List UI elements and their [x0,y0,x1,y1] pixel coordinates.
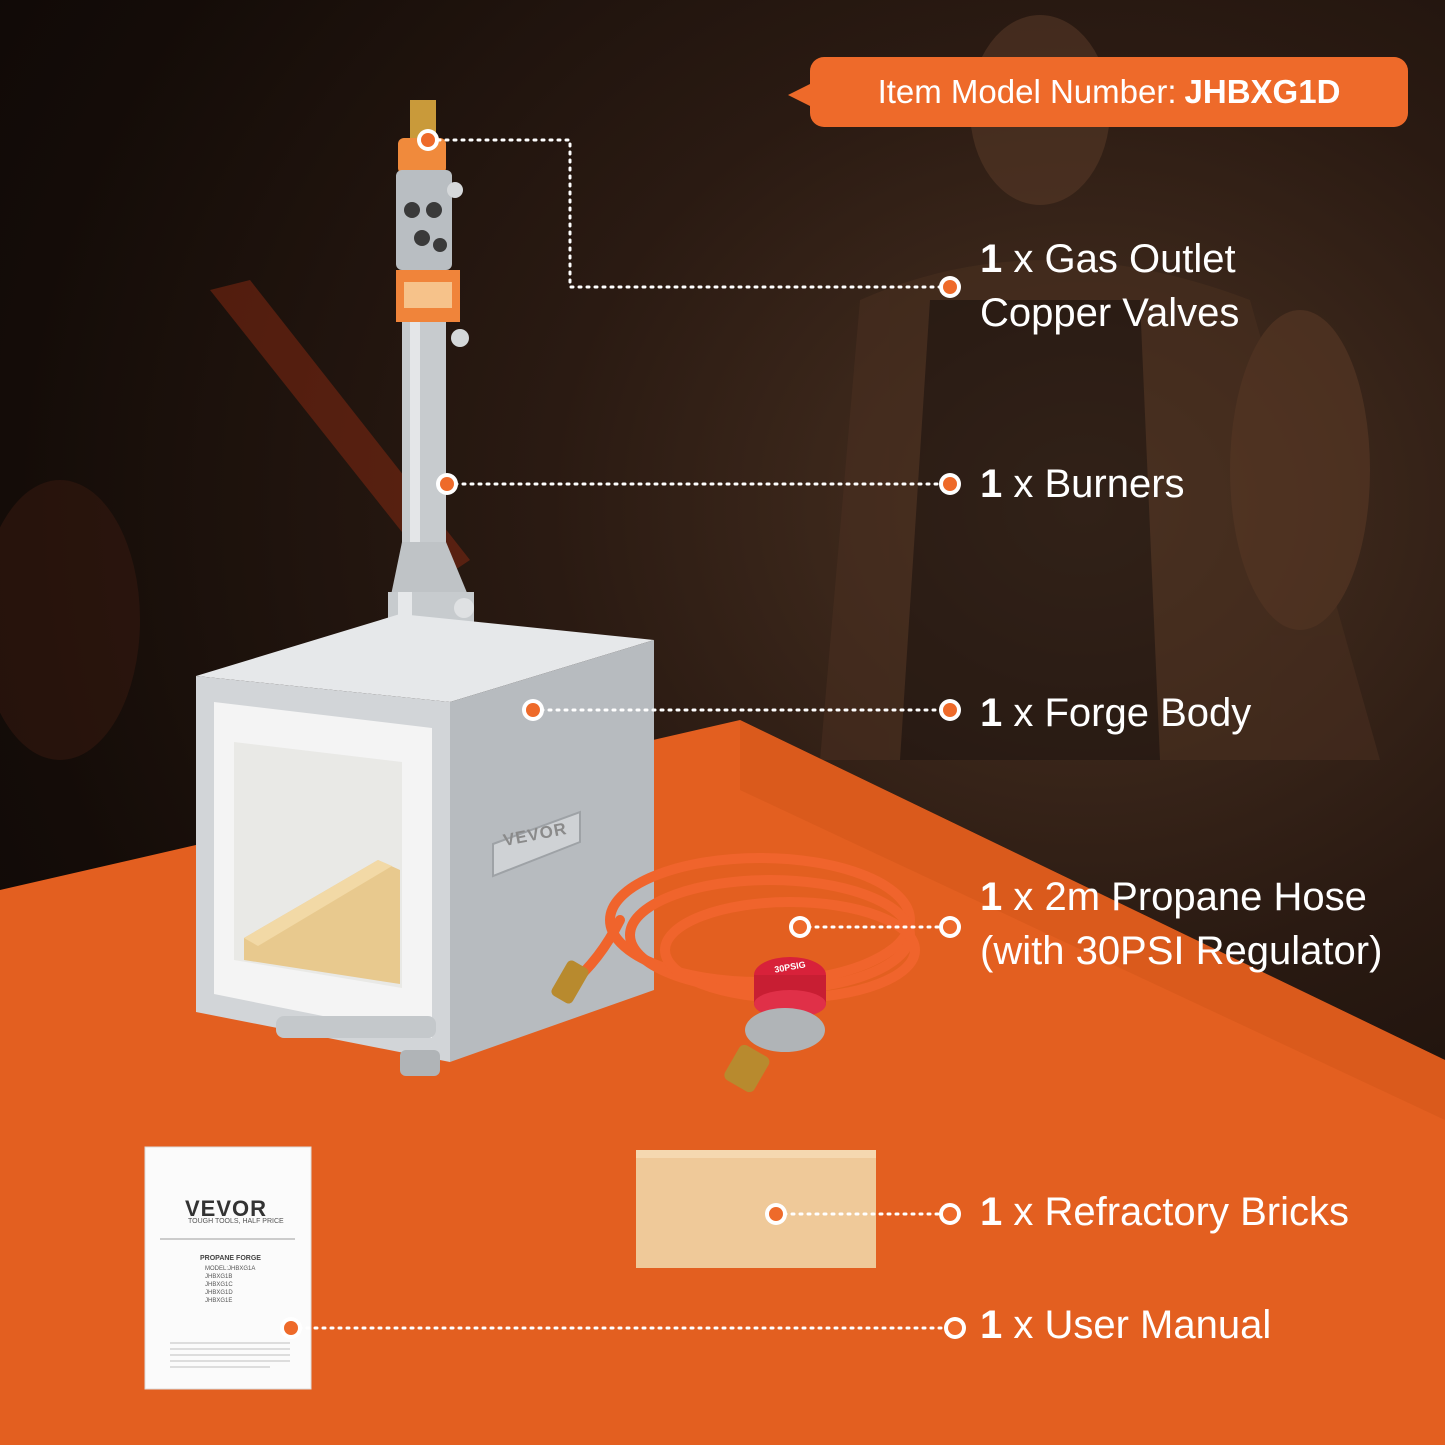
callout-propane-hose: 1 x 2m Propane Hose (with 30PSI Regulato… [980,870,1382,978]
manual-title: PROPANE FORGE [200,1255,261,1262]
callout-qty: 1 [980,237,1003,281]
callout-qty: 1 [980,1303,1003,1347]
callout-qty: 1 [980,875,1003,919]
manual-model: JHBXG1C [205,1282,233,1288]
orange-shade [740,720,1445,1120]
dot-body-label [943,703,957,717]
callout-text: x User Manual [1002,1303,1272,1347]
callout-text: x 2m Propane Hose [1002,875,1367,919]
manual-model: MODEL:JHBXG1A [205,1266,256,1272]
dot-manual-anchor [284,1321,298,1335]
dot-manual-label [948,1321,962,1335]
manual-models: MODEL:JHBXG1A JHBXG1B JHBXG1C JHBXG1D JH… [205,1265,255,1305]
manual-illustration [144,1146,312,1390]
callout-gas-valve: 1 x Gas Outlet Copper Valves [980,232,1239,340]
model-number-badge: Item Model Number: JHBXG1D [788,57,1408,127]
callout-text-line2: (with 30PSI Regulator) [980,929,1383,973]
dot-burner-label [943,477,957,491]
manual-model: JHBXG1B [205,1274,233,1280]
callout-qty: 1 [980,462,1003,506]
dot-body-anchor [526,703,540,717]
dot-brick-label [943,1207,957,1221]
model-number-label: Item Model Number: [877,73,1177,110]
manual-model: JHBXG1D [205,1290,233,1296]
manual-tagline: TOUGH TOOLS, HALF PRICE [188,1218,284,1225]
forge-body-illustration [196,614,654,1076]
callout-forge-body: 1 x Forge Body [980,686,1251,740]
brand-plate [492,810,581,878]
callout-burners: 1 x Burners [980,457,1185,511]
dot-valve-anchor [421,133,435,147]
callout-text: x Gas Outlet [1002,237,1236,281]
dot-valve-label [943,280,957,294]
dot-brick-anchor [769,1207,783,1221]
callout-text: x Refractory Bricks [1002,1190,1349,1234]
callout-qty: 1 [980,1190,1003,1234]
callout-text-line2: Copper Valves [980,291,1240,335]
leader-line-valve [428,138,952,289]
manual-brand: VEVOR [185,1196,268,1221]
model-number-value: JHBXG1D [1184,73,1341,110]
leader-lines [289,138,957,1330]
brick-illustration [636,1150,876,1268]
burner-illustration [388,100,474,670]
regulator-illustration [551,957,826,1093]
background-person [820,15,1380,760]
callout-refractory-bricks: 1 x Refractory Bricks [980,1185,1349,1239]
callout-qty: 1 [980,691,1003,735]
dot-burner-anchor [440,477,454,491]
callout-user-manual: 1 x User Manual [980,1298,1271,1352]
callout-text: x Burners [1002,462,1185,506]
dot-hose-label [943,920,957,934]
callout-text: x Forge Body [1002,691,1252,735]
dot-hose-anchor [793,920,807,934]
manual-model: JHBXG1E [205,1298,233,1304]
